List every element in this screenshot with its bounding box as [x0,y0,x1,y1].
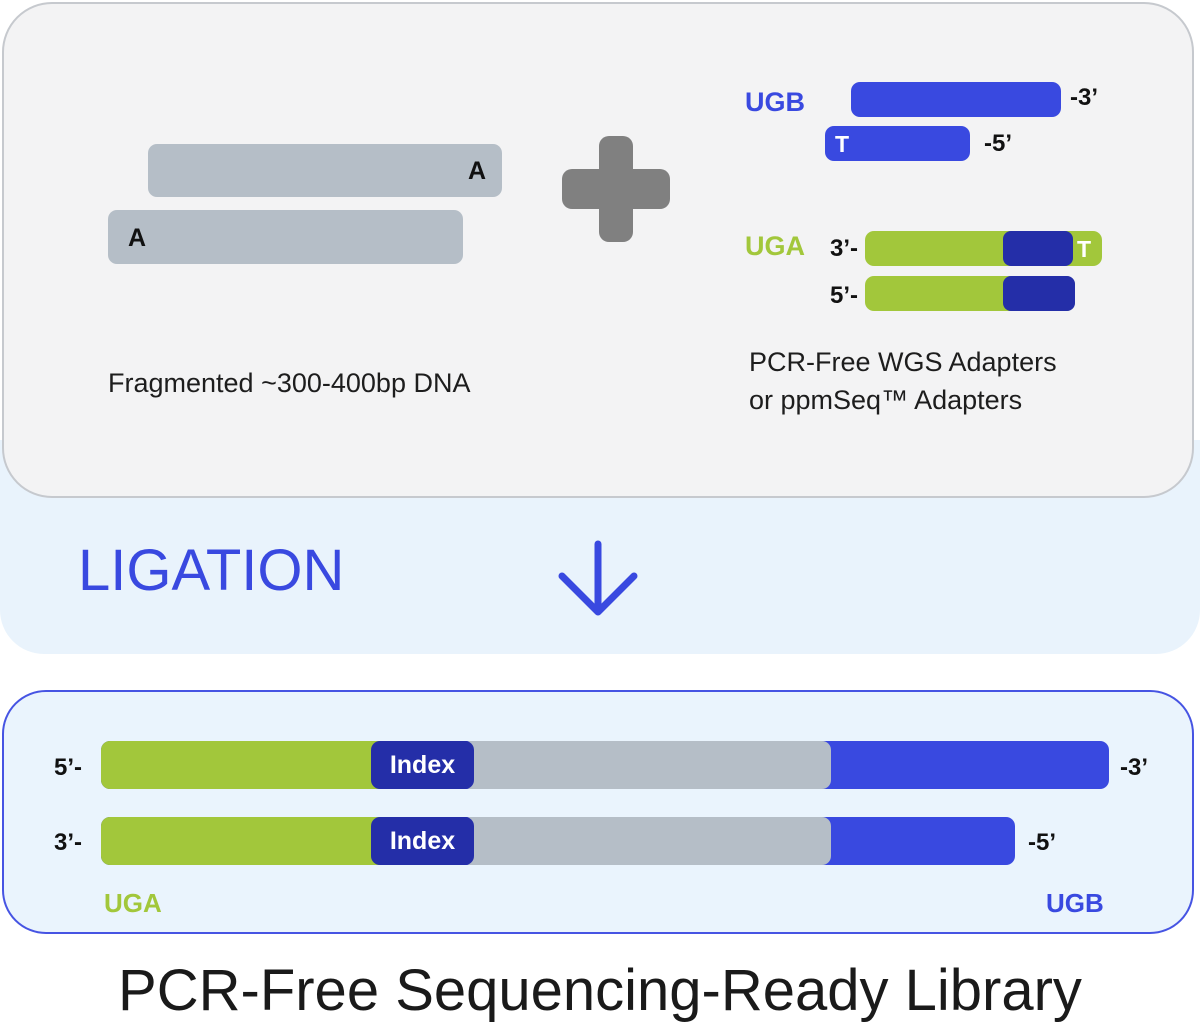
uga-t-overhang: T [1077,236,1092,262]
ugb-bottom-end: -5’ [984,130,1013,157]
strand2-uga-segment [101,817,391,865]
adapter-caption-line2: or ppmSeq™ Adapters [749,385,1023,415]
uga-label: UGA [745,231,805,261]
dna-top-strand: A [148,144,502,197]
uga-bottom-index-region [1003,276,1075,311]
strand1-insert-segment [461,741,831,789]
strand2-start: 3’- [54,829,83,856]
page-title: PCR-Free Sequencing-Ready Library [118,958,1082,1023]
top-strand-a-overhang: A [467,157,486,185]
ugb-t-overhang: T [835,131,850,157]
strand1-end: -3’ [1120,754,1149,781]
strand1-index: Index [371,741,474,789]
uga-top-strand: T [865,231,1102,266]
ugb-top-end: -3’ [1070,84,1099,111]
bottom-strand-a-overhang: A [128,224,147,252]
library-strand-1: Index [101,741,1109,789]
down-arrow-icon [558,540,638,616]
ugb-bottom-strand: T [825,126,970,161]
library-panel [2,690,1194,934]
ligation-label: LIGATION [78,538,345,603]
adapter-caption-line1: PCR-Free WGS Adapters [749,347,1057,377]
library-strand-2: Index [101,817,1015,865]
strand2-insert-segment [461,817,831,865]
uga-top-start: 3’- [830,235,859,262]
dna-bottom-strand: A [108,210,463,264]
strand2-index: Index [371,817,474,865]
dna-caption: Fragmented ~300-400bp DNA [108,368,471,398]
plus-icon-bar [562,169,670,209]
strand1-uga-segment [101,741,391,789]
uga-top-index-region [1003,231,1073,266]
uga-bottom-strand [865,276,1075,311]
strand2-end: -5’ [1028,829,1057,856]
library-uga-label: UGA [104,888,162,918]
ugb-label: UGB [745,87,805,117]
library-ugb-label: UGB [1046,888,1104,918]
ugb-top-strand [851,82,1061,117]
strand1-start: 5’- [54,754,83,781]
uga-bottom-start: 5’- [830,282,859,309]
